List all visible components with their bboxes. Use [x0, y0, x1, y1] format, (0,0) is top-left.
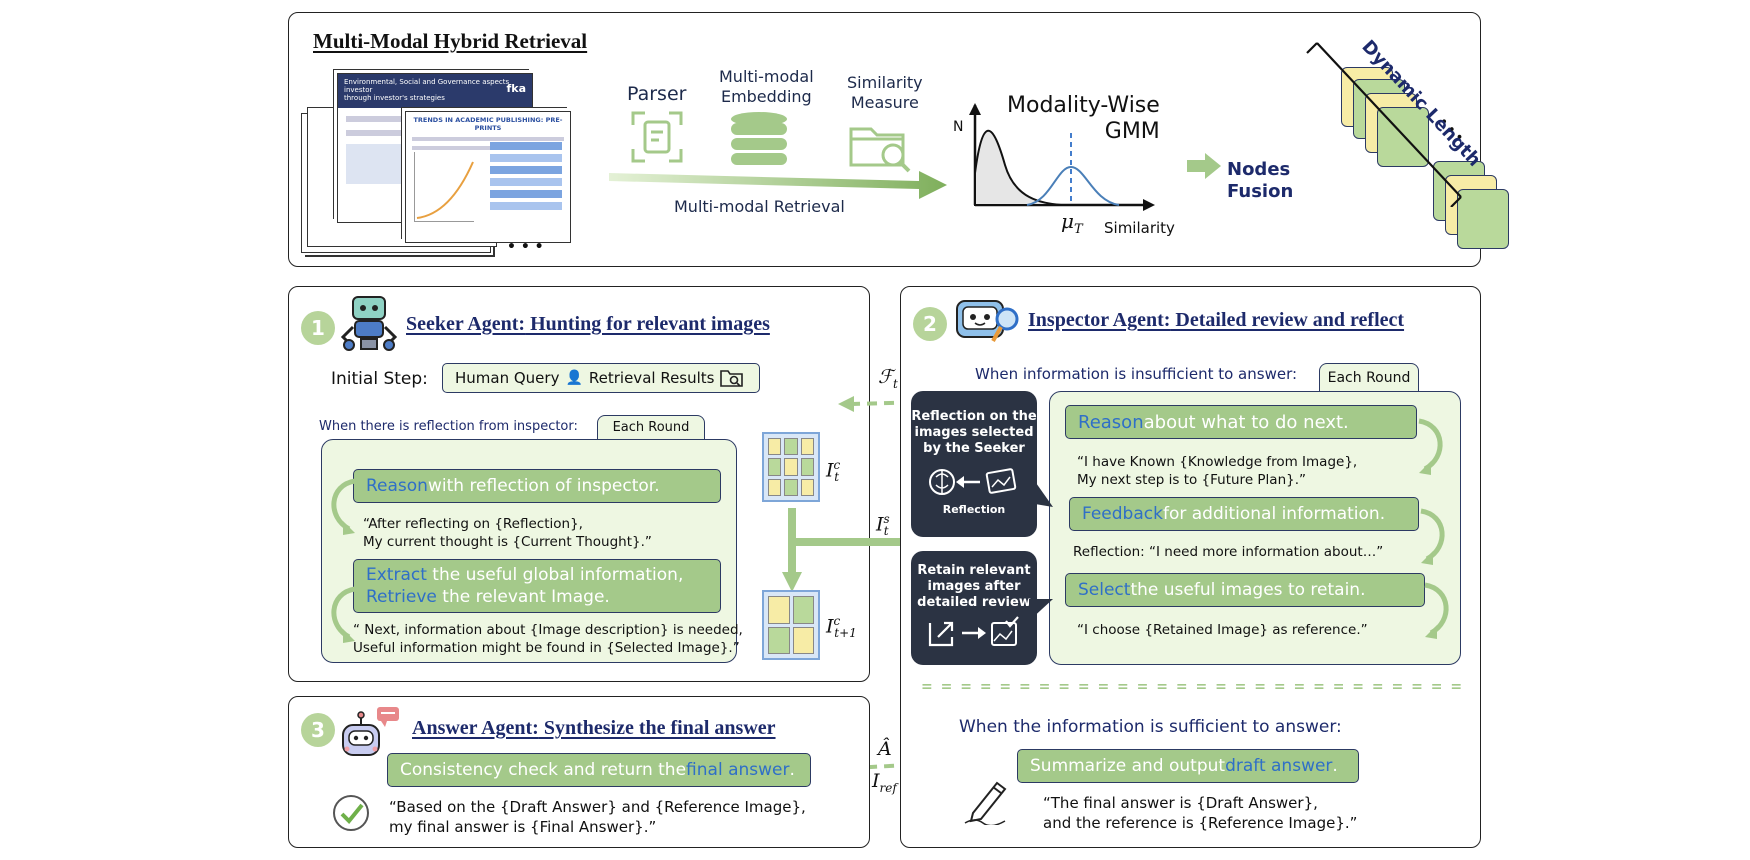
feedback-dashed-arrow — [838, 396, 929, 412]
inspector-quote-3: “I choose {Retained Image} as reference.… — [1077, 622, 1368, 638]
reflection-icons — [929, 468, 1017, 495]
robot-icon — [341, 296, 398, 351]
is-t-label: Ist — [876, 512, 890, 539]
seeker-title: Seeker Agent: Hunting for relevant image… — [406, 313, 770, 335]
seeker-curve-arrow-2 — [331, 586, 356, 643]
pen-icon — [964, 781, 1007, 825]
reflection-box-text: Reflection on the images selected by the… — [911, 409, 1037, 456]
i-ref-label: Iref — [872, 770, 897, 795]
check-circle-icon — [333, 795, 369, 831]
inspector-quote-2: Reflection: “I need more information abo… — [1073, 544, 1384, 560]
retain-icons — [928, 616, 1019, 647]
initial-step-label: Initial Step: — [331, 369, 428, 389]
embedding-label: Multi-modal Embedding — [719, 67, 814, 106]
retrieve-line: Retrieve the relevant Image. — [366, 587, 610, 607]
retrieval-label: Multi-modal Retrieval — [674, 197, 845, 216]
answer-number: 3 — [301, 713, 335, 747]
seeker-quote-2: “ Next, information about {Image descrip… — [353, 622, 743, 656]
retrieval-arrow — [609, 171, 947, 199]
inspector-feedback-bar: Feedback for additional information. — [1069, 497, 1419, 531]
reflection-caption: When there is reflection from inspector: — [319, 419, 578, 434]
gmm-plot — [969, 103, 1155, 211]
inspector-quote-1: “I have Known {Knowledge from Image}, My… — [1077, 454, 1358, 488]
seeker-curve-arrow-1 — [331, 478, 356, 535]
inspector-number: 2 — [913, 307, 947, 341]
user-icon: 👤 — [565, 370, 583, 386]
gmm-title: Modality-Wise GMM — [1007, 93, 1160, 144]
gmm-x-axis-label: Similarity — [1104, 219, 1175, 237]
inspector-title: Inspector Agent: Detailed review and ref… — [1028, 309, 1405, 331]
seeker-number: 1 — [301, 311, 335, 345]
retrieval-results-label: Retrieval Results — [588, 369, 715, 387]
ic-t1-label: Ict+1 — [826, 614, 857, 641]
inspector-curve-arrow-3 — [1424, 582, 1449, 639]
fusion-arrow — [1187, 153, 1221, 179]
inspector-panel: 2 Inspector Agent: Detailed review and r… — [900, 286, 1481, 848]
extract-line: Extract the useful global information, — [366, 565, 684, 585]
answer-panel: 3 Answer Agent: Synthesize the final ans… — [288, 696, 870, 848]
ic-t-label: Ict — [826, 458, 841, 485]
inspector-select-bar: Select the useful images to retain. — [1065, 573, 1425, 607]
document-stack: Environmental, Social and Governance asp… — [301, 67, 571, 257]
dynamic-length-bracket — [1306, 42, 1462, 207]
folder-search-icon — [849, 127, 911, 173]
nodes-fusion-label: Nodes Fusion — [1227, 159, 1294, 202]
reflection-box: Reflection on the images selected by the… — [911, 391, 1037, 537]
retain-box: Retain relevant images after detailed re… — [911, 551, 1037, 665]
parser-label: Parser — [627, 83, 687, 105]
image-grid-next — [762, 590, 820, 660]
inspector-robot-icon — [956, 300, 1019, 342]
inspector-reason-bar: Reason about what to do next. — [1065, 405, 1417, 439]
sufficient-caption: When the information is sufficient to an… — [959, 717, 1342, 737]
answer-robot-icon — [342, 707, 399, 756]
retrieval-panel: Multi-Modal Hybrid Retrieval Environment… — [288, 12, 1509, 267]
summarize-bar: Summarize and output draft answer. — [1017, 749, 1359, 783]
inspector-curve-arrow-1 — [1418, 418, 1443, 475]
seeker-extract-bar: Extract the useful global information, R… — [353, 559, 721, 613]
inspector-each-round-tab: Each Round — [1319, 363, 1419, 391]
initial-step-box: Human Query 👤 Retrieval Results — [442, 363, 760, 393]
insufficient-caption: When information is insufficient to answ… — [975, 365, 1298, 383]
seeker-reason-bar: Reason with reflection of inspector. — [353, 469, 721, 503]
doc-card-title: TRENDS IN ACADEMIC PUBLISHING: PRE-PRINT… — [413, 116, 563, 132]
image-grid-current — [762, 432, 820, 502]
divider: = = = = = = = = = = = = = = = = = = = = … — [921, 679, 1461, 695]
doc-ellipsis: • • • — [507, 239, 544, 255]
gmm-mu-label: μT — [1061, 209, 1083, 237]
seeker-panel: 1 Seeker Agent: Hunting for relevant ima… — [288, 286, 870, 682]
answer-quote: “Based on the {Draft Answer} and {Refere… — [389, 798, 806, 836]
retain-box-text: Retain relevant images after detailed re… — [917, 563, 1031, 610]
seeker-each-round-tab: Each Round — [597, 415, 705, 439]
retain-box-pointer — [1029, 599, 1053, 621]
a-hat-label: Â — [878, 738, 892, 760]
database-icon — [731, 112, 787, 165]
reflection-box-pointer — [1029, 473, 1053, 507]
answer-title: Answer Agent: Synthesize the final answe… — [412, 717, 776, 739]
gmm-y-axis-label: N — [953, 119, 964, 135]
doc-headline: Environmental, Social and Governance asp… — [344, 78, 510, 94]
retrieval-title: Multi-Modal Hybrid Retrieval — [313, 29, 588, 53]
doc-logo: fka — [506, 82, 526, 95]
consistency-bar: Consistency check and return the final a… — [387, 753, 811, 787]
seeker-quote-1: “After reflecting on {Reflection}, My cu… — [363, 516, 652, 550]
reflection-caption-text: Reflection — [942, 503, 1006, 516]
similarity-label: Similarity Measure — [847, 73, 923, 112]
parser-icon — [631, 111, 683, 163]
inspector-quote-4: “The final answer is {Draft Answer}, and… — [1043, 794, 1358, 832]
doc-page-trends: TRENDS IN ACADEMIC PUBLISHING: PRE-PRINT… — [405, 111, 571, 243]
doc-headline-2: through investor's strategies — [344, 94, 445, 102]
folder-search-small-icon — [720, 370, 744, 387]
f-t-label: ℱt — [878, 366, 898, 391]
inspector-curve-arrow-2 — [1420, 508, 1445, 565]
human-query-label: Human Query — [455, 369, 560, 387]
